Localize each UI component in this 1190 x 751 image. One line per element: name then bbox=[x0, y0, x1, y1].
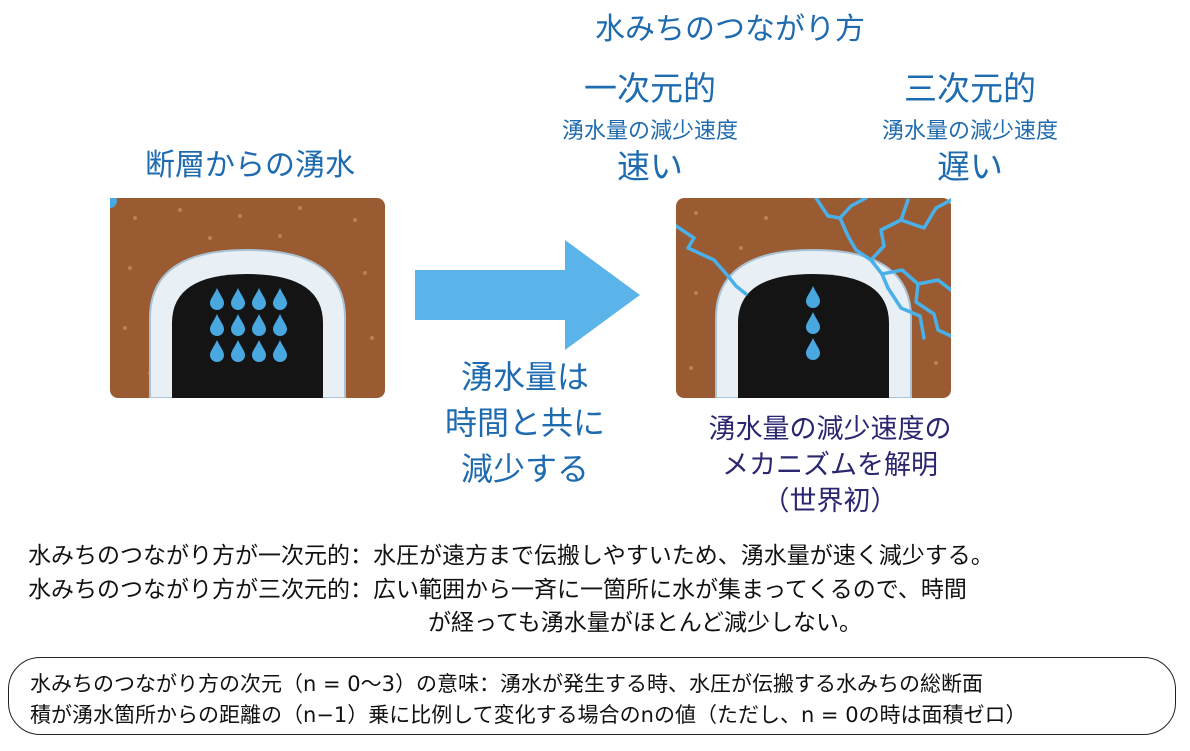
description-three-dimensional: 水みちのつながり方が三次元的：広い範囲から一斉に一箇所に水が集まってくるので、時… bbox=[28, 577, 967, 603]
three-dimensional-rate-label: 湧水量の減少速度 bbox=[881, 119, 1058, 144]
tunnel-illustration-right bbox=[676, 198, 951, 398]
three-dimensional-label: 三次元的 bbox=[904, 69, 1036, 108]
fault-spring-title: 断層からの湧水 bbox=[145, 148, 355, 183]
dimension-definition-box bbox=[8, 657, 1176, 735]
mechanism-caption-line-2: メカニズムを解明 bbox=[722, 450, 938, 481]
diagram-title: 水みちのつながり方 bbox=[595, 12, 865, 47]
arrow-caption-line-2: 時間と共に bbox=[444, 404, 605, 442]
one-dimensional-rate-label: 湧水量の減少速度 bbox=[561, 119, 738, 144]
one-dimensional-label: 一次元的 bbox=[584, 69, 716, 108]
arrow-caption: 湧水量は 時間と共に 減少する bbox=[395, 354, 655, 492]
water-drops-few bbox=[806, 286, 820, 360]
dimension-definition-line-1: 水みちのつながり方の次元（n = 0〜3）の意味：湧水が発生する時、水圧が伝搬す… bbox=[30, 672, 983, 696]
mechanism-caption-line-1: 湧水量の減少速度の bbox=[708, 414, 952, 445]
water-path-cracks bbox=[676, 198, 951, 340]
mechanism-caption: 湧水量の減少速度の メカニズムを解明 （世界初） bbox=[650, 412, 1010, 520]
arrow-caption-line-3: 減少する bbox=[460, 450, 589, 488]
description-one-dimensional: 水みちのつながり方が一次元的：水圧が遠方まで伝搬しやすいため、湧水量が速く減少す… bbox=[28, 543, 994, 569]
water-drops-many bbox=[110, 198, 117, 208]
one-dimensional-speed: 速い bbox=[617, 147, 683, 186]
tunnel-illustration-left bbox=[110, 198, 385, 398]
mechanism-caption-line-3: （世界初） bbox=[762, 486, 898, 517]
arrow-caption-line-1: 湧水量は bbox=[460, 358, 589, 396]
three-dimensional-speed: 遅い bbox=[937, 147, 1003, 186]
decrease-arrow-icon bbox=[415, 240, 640, 350]
dimension-definition-line-2: 積が湧水箇所からの距離の（n−1）乗に比例して変化する場合のnの値（ただし、n … bbox=[30, 703, 1027, 727]
description-three-dimensional-continued: が経っても湧水量がほとんど減少しない。 bbox=[428, 610, 863, 636]
